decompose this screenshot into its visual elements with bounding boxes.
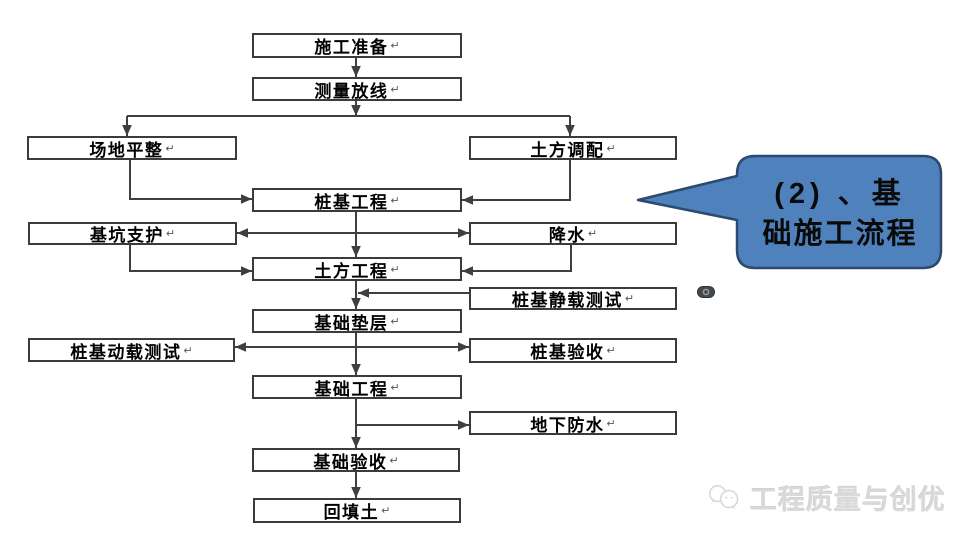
connector-alloc-to-pile — [462, 160, 571, 205]
connector-split-to-earth-alloc — [565, 116, 575, 136]
flow-box-construction-preparation: 施工准备↵ — [252, 33, 462, 58]
callout-title-line1: (2) 、基 — [774, 177, 906, 210]
paragraph-return-mark: ↵ — [390, 40, 400, 52]
flow-box-label: 基坑支护 — [89, 226, 164, 245]
watermark: 工程质量与创优 — [706, 474, 946, 520]
watermark-text: 工程质量与创优 — [750, 484, 946, 515]
flow-box-label: 基础验收 — [313, 452, 388, 472]
flow-box-earthwork: 土方工程↵ — [252, 257, 462, 281]
flow-box-label: 地下防水 — [530, 415, 605, 435]
flow-box-foundation-acceptance: 基础验收↵ — [252, 448, 460, 472]
paragraph-return-mark: ↵ — [165, 228, 176, 240]
connector-site-to-pile — [129, 160, 252, 204]
flow-box-foundation-work: 基础工程↵ — [252, 375, 462, 399]
paragraph-return-mark: ↵ — [183, 344, 193, 357]
paragraph-return-mark: ↵ — [390, 315, 400, 328]
connector-static-test-merge — [358, 288, 469, 298]
connector-support-dewater-bar — [237, 228, 469, 238]
flow-box-label: 测量放线 — [314, 81, 389, 101]
flow-box-label: 回填土 — [323, 503, 380, 522]
paragraph-return-mark: ↵ — [606, 345, 616, 357]
flow-box-pile-foundation-work: 桩基工程↵ — [252, 188, 462, 212]
connector-split-to-site-leveling — [122, 116, 132, 136]
embedded-object-icon — [697, 286, 715, 298]
paragraph-return-mark: ↵ — [389, 454, 399, 467]
paragraph-return-mark: ↵ — [624, 293, 635, 305]
flow-box-label: 降水 — [548, 226, 586, 245]
paragraph-return-mark: ↵ — [390, 263, 400, 276]
connector-support-to-earthwork — [129, 245, 252, 276]
flow-box-earthwork-allocation: 土方调配↵ — [469, 136, 677, 160]
flow-box-pit-support: 基坑支护↵ — [28, 222, 237, 245]
connector-cushion-to-foundation — [351, 333, 361, 375]
flow-box-survey-layout: 测量放线↵ — [252, 77, 462, 101]
flow-box-site-leveling: 场地平整↵ — [27, 136, 237, 160]
paragraph-return-mark: ↵ — [587, 228, 598, 240]
connector-dewater-to-earthwork — [462, 245, 572, 276]
flow-box-label: 基础垫层 — [314, 313, 389, 333]
flow-box-label: 桩基工程 — [314, 192, 389, 212]
flow-box-pile-dynamic-load-test: 桩基动载测试↵ — [28, 338, 235, 362]
connector-pile-to-earthwork — [351, 212, 361, 257]
flow-box-label: 施工准备 — [314, 38, 389, 57]
connector-dyntest-acceptance-bar — [235, 342, 469, 352]
flow-box-pile-static-load-test: 桩基静载测试↵ — [469, 287, 677, 310]
connector-acceptance-to-backfill — [351, 472, 361, 498]
flow-box-label: 桩基验收 — [530, 343, 605, 362]
connector-foundation-to-waterproof — [356, 420, 469, 430]
paragraph-return-mark: ↵ — [390, 83, 400, 96]
paragraph-return-mark: ↵ — [390, 194, 400, 207]
paragraph-return-mark: ↵ — [165, 142, 175, 155]
connector-survey-to-split — [351, 101, 361, 116]
flow-box-foundation-cushion: 基础垫层↵ — [252, 309, 462, 333]
paragraph-return-mark: ↵ — [381, 505, 391, 517]
paragraph-return-mark: ↵ — [606, 417, 616, 430]
callout-shape-path — [636, 154, 943, 270]
connector-prep-to-survey — [351, 58, 361, 77]
callout-title-line2: 础施工流程 — [762, 218, 918, 250]
connector-foundation-to-acceptance — [351, 399, 361, 448]
flow-box-label: 场地平整 — [89, 140, 164, 160]
flow-box-underground-waterproofing: 地下防水↵ — [469, 411, 677, 435]
flow-box-backfill-soil: 回填土↵ — [253, 498, 461, 523]
connector-earthwork-to-cushion — [351, 281, 361, 309]
flow-box-label: 土方调配 — [530, 140, 605, 160]
flow-box-label: 土方工程 — [314, 261, 389, 281]
flow-box-label: 桩基静载测试 — [511, 291, 623, 310]
flow-box-label: 桩基动载测试 — [70, 342, 182, 362]
callout-title: (2) 、基 础施工流程 — [742, 168, 938, 260]
paragraph-return-mark: ↵ — [606, 142, 616, 155]
flow-box-dewatering: 降水↵ — [469, 222, 677, 245]
flow-box-label: 基础工程 — [314, 379, 389, 399]
wechat-logo-icon — [708, 484, 739, 510]
flow-box-pile-acceptance: 桩基验收↵ — [469, 338, 677, 363]
paragraph-return-mark: ↵ — [390, 381, 400, 394]
